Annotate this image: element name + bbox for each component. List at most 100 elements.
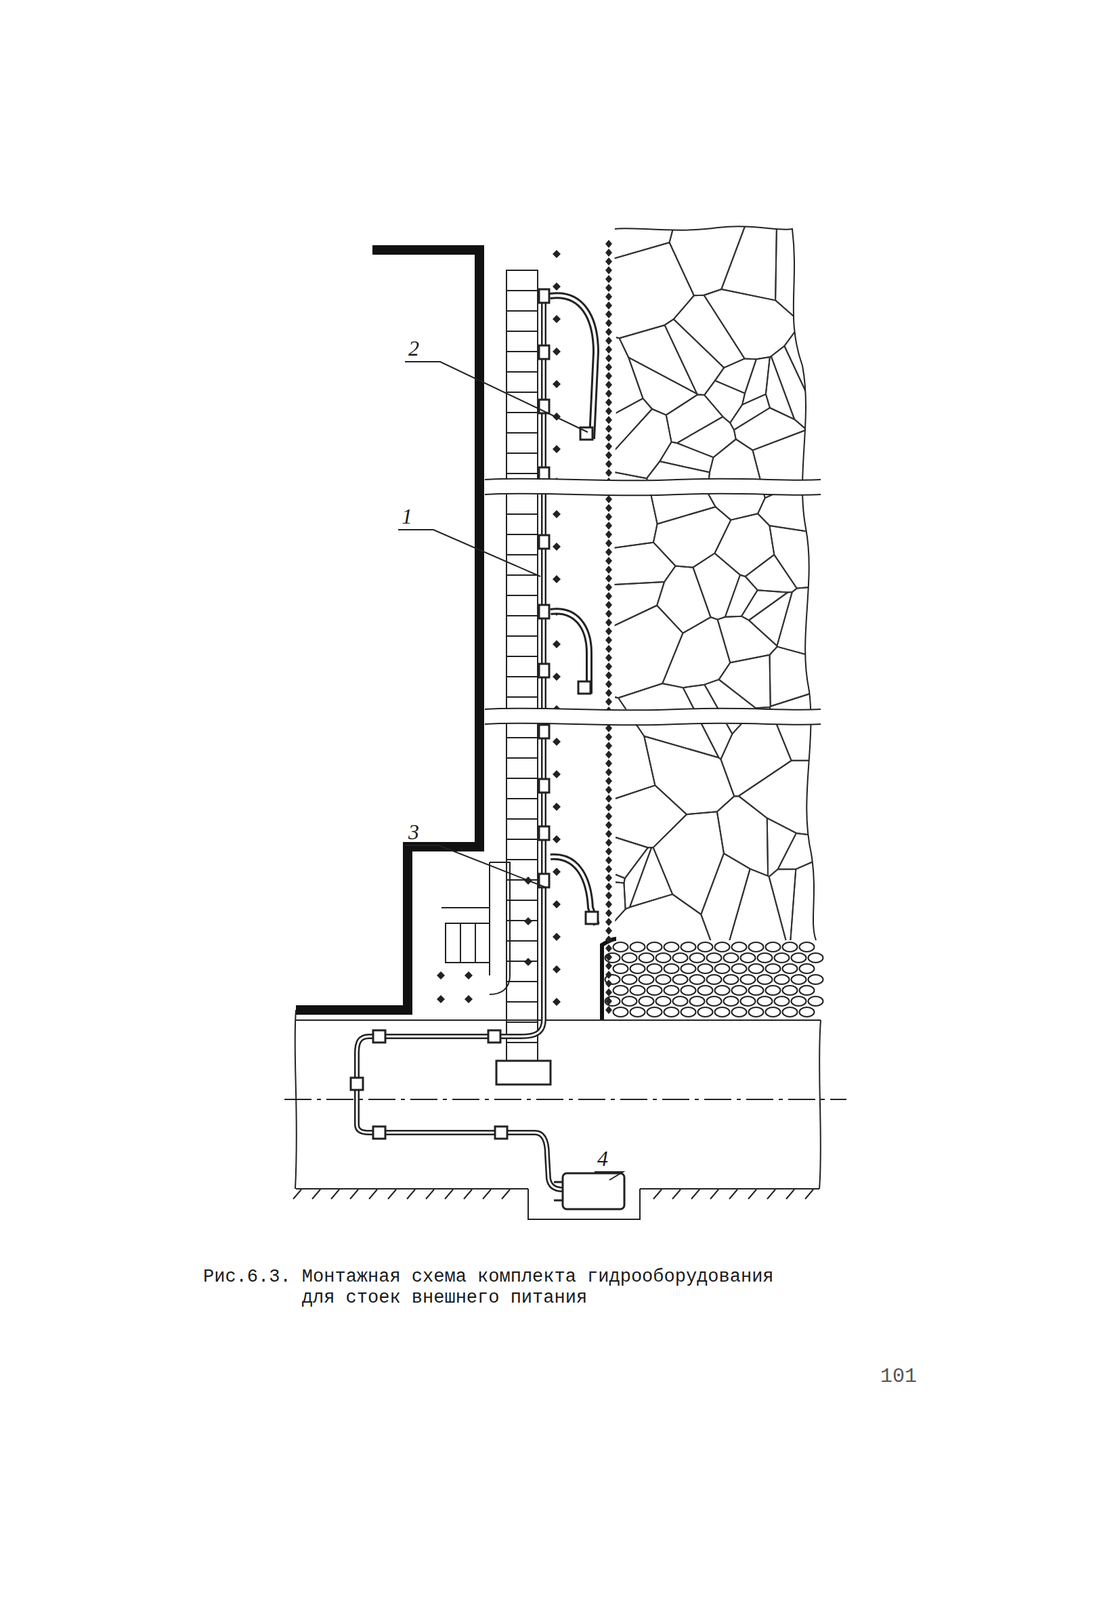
chain-link [605, 979, 613, 988]
chain-link [605, 741, 613, 750]
chain-link [605, 662, 613, 671]
cobble [664, 1006, 680, 1017]
figure-caption: Рис.6.3. Монтажная схема комплекта гидро… [203, 1266, 785, 1309]
cobble [690, 952, 705, 963]
hose-fitting [578, 681, 591, 694]
cobble [673, 996, 688, 1006]
hatch-mark [482, 1189, 491, 1199]
break-gap [484, 708, 824, 724]
column-foot [496, 1060, 551, 1085]
anchor-dot [552, 347, 561, 356]
cobble [647, 1006, 663, 1017]
cobble [782, 1006, 798, 1017]
column-segment [506, 1021, 538, 1023]
cobble [731, 1006, 747, 1017]
hoses [549, 295, 597, 925]
anchor-dot [552, 639, 561, 649]
chain-link [605, 248, 613, 257]
chain-link [605, 996, 613, 1005]
anchor-dot [552, 899, 561, 909]
base-block [441, 862, 510, 995]
rock-cell [767, 817, 797, 877]
cobble [782, 963, 798, 974]
anchor-dot [552, 542, 561, 551]
rock-cell [721, 223, 777, 300]
chain-link [605, 600, 613, 609]
rock-cell [742, 356, 770, 405]
column-segment [506, 736, 538, 739]
cobble [656, 952, 672, 963]
column-segment [506, 939, 538, 942]
chain-link [605, 838, 613, 847]
cobble [774, 996, 790, 1006]
hatch-mark [653, 1189, 662, 1199]
rock-cell [717, 616, 778, 663]
pump-fittings [553, 1181, 563, 1200]
cobble [799, 1006, 815, 1017]
cobble [791, 952, 807, 963]
chain-link [605, 266, 613, 275]
chain-link [605, 644, 613, 653]
cobble [757, 974, 773, 984]
cobble [673, 952, 688, 963]
chain-link [605, 565, 613, 574]
cobble [681, 985, 697, 995]
chain-link [605, 450, 613, 460]
cobble [698, 1006, 714, 1017]
cobble [630, 985, 646, 995]
cobble [630, 1006, 646, 1017]
cobble [664, 941, 680, 952]
pipe-joint [539, 663, 550, 678]
rock-cell [769, 868, 797, 942]
column-segment [506, 655, 538, 657]
cobble [791, 996, 807, 1006]
chain-link [605, 785, 613, 794]
rock-cell [729, 868, 787, 942]
chain-link [605, 803, 613, 812]
chain-link [605, 926, 613, 935]
cobble [808, 974, 824, 984]
cobble [664, 985, 680, 995]
chain-link [605, 679, 613, 688]
pipe-joint [539, 724, 550, 739]
rock-cell [704, 380, 745, 423]
cobble [681, 941, 697, 952]
cobble [731, 985, 747, 995]
cobble [799, 963, 815, 974]
cobble [698, 941, 714, 952]
rock-cell [765, 356, 795, 420]
cobble [622, 996, 638, 1006]
cobble [639, 996, 655, 1006]
cobble [613, 1006, 629, 1017]
cobble [765, 985, 781, 995]
hose-fitting [373, 1126, 386, 1139]
rock-cell [609, 408, 672, 479]
break-line [484, 708, 821, 711]
cobble [605, 996, 621, 1006]
pump-station [562, 1172, 625, 1209]
hatch-mark [710, 1189, 719, 1199]
cobble [791, 974, 807, 984]
hatch-mark [672, 1189, 681, 1199]
cobble [748, 1006, 764, 1017]
cobble [622, 974, 638, 984]
chain-link [605, 847, 613, 856]
rock-cell [700, 853, 750, 942]
hose-fitting [373, 1029, 386, 1043]
cobble [690, 996, 705, 1006]
rock-cell [609, 335, 643, 417]
chain-link [605, 362, 613, 372]
column-segment [506, 310, 538, 312]
chain-link [605, 820, 613, 829]
rock-cell [734, 407, 807, 451]
rock-cell [714, 513, 774, 577]
cobble [740, 996, 756, 1006]
column-segment [506, 411, 538, 414]
chain-link [605, 398, 613, 407]
rock-cell [662, 616, 730, 688]
chain-link [605, 891, 613, 900]
rock-cell [623, 847, 652, 909]
rock-cell [677, 416, 737, 458]
cobble [690, 974, 705, 984]
chain-link [605, 908, 613, 917]
